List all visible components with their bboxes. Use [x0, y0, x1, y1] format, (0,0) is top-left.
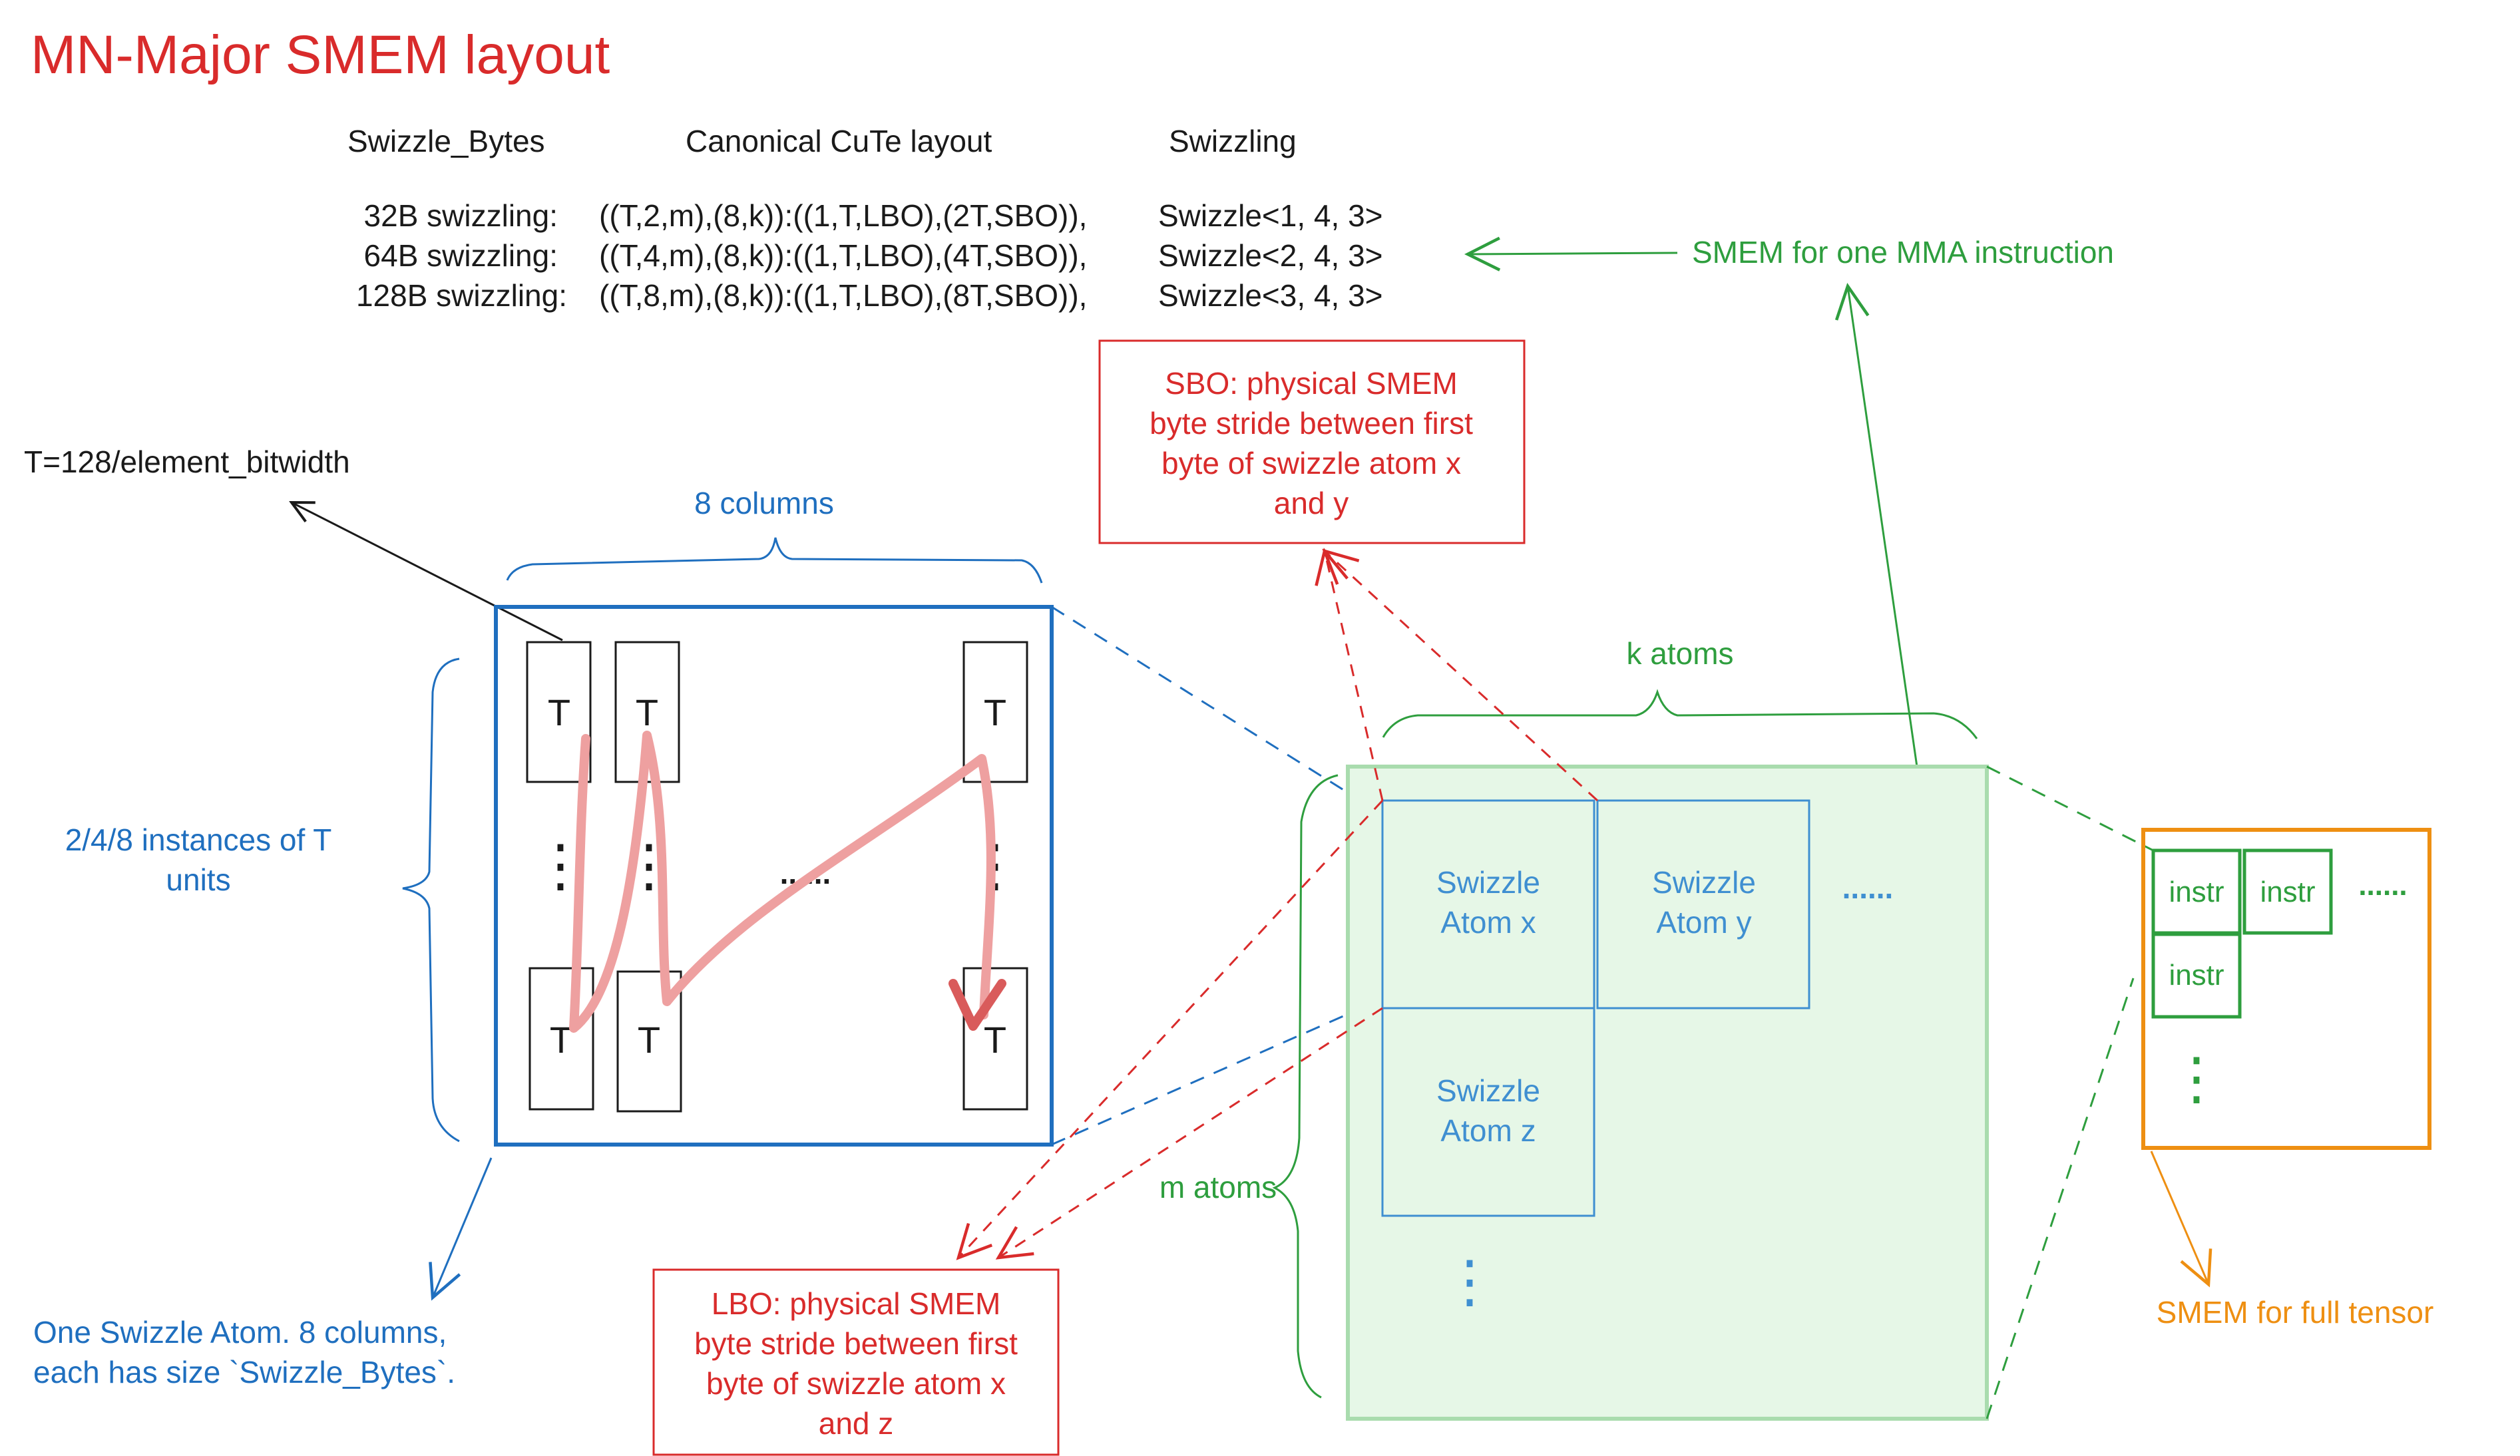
connector-tile-to-instr-bottom	[1986, 978, 2135, 1419]
label-8-columns: 8 columns	[694, 486, 834, 520]
row-32b-layout: ((T,2,m),(8,k)):((1,T,LBO),(2T,SBO)),	[599, 198, 1087, 233]
label-instances-1: 2/4/8 instances of T	[65, 822, 332, 857]
traversal-arrowhead	[948, 979, 1006, 1031]
t-label-col8-top: T	[984, 691, 1006, 733]
t-cell-col8-bottom	[962, 967, 1028, 1111]
vdots-instr: ⋮	[2168, 1047, 2225, 1111]
connector-bottom	[1051, 1000, 1377, 1146]
sbo-line-2: byte stride between first	[1150, 406, 1473, 441]
atom-y-line-2: Atom y	[1656, 905, 1751, 940]
header-swizzling: Swizzling	[1169, 124, 1297, 158]
atom-x-line-2: Atom x	[1440, 905, 1536, 940]
sbo-box	[1098, 339, 1526, 544]
arrow-full-tensor	[2150, 1151, 2212, 1288]
instr-cell-3	[2151, 932, 2242, 1019]
label-one-atom-2: each has size `Swizzle_Bytes`.	[33, 1355, 455, 1389]
label-smem-full: SMEM for full tensor	[2157, 1295, 2434, 1330]
full-tensor-box: instr instr ...... instr ⋮	[2141, 828, 2431, 1150]
label-t-definition: T=128/element_bitwidth	[24, 445, 350, 479]
row-128b-layout: ((T,8,m),(8,k)):((1,T,LBO),(8T,SBO)),	[599, 278, 1087, 313]
lbo-arrow-from-atom-z	[995, 1007, 1383, 1260]
atom-x-line-1: Swizzle	[1436, 865, 1540, 900]
row-64b-layout: ((T,4,m),(8,k)):((1,T,LBO),(4T,SBO)),	[599, 238, 1087, 273]
instr-cell-2-label: instr	[2260, 876, 2315, 908]
header-canonical-layout: Canonical CuTe layout	[686, 124, 992, 158]
arrow-to-swizzle-table	[1464, 236, 1678, 272]
brace-k-atoms	[1382, 689, 1978, 739]
sbo-arrow-from-atom-y	[1322, 548, 1599, 802]
lbo-box	[652, 1268, 1060, 1456]
lbo-arrow-from-atom-x	[956, 799, 1384, 1260]
hdots-instr: ......	[2358, 869, 2407, 902]
vdots-atoms: ⋮	[1441, 1250, 1498, 1314]
row-32b-swizzle: Swizzle<1, 4, 3>	[1158, 198, 1383, 233]
brace-m-atoms	[1272, 774, 1339, 1399]
sbo-callout: SBO: physical SMEM byte stride between f…	[1098, 339, 1526, 544]
instr-cell-2	[2242, 848, 2333, 935]
t-label-col8-bottom: T	[984, 1019, 1006, 1061]
swizzle-atom-frame	[494, 605, 1054, 1147]
atom-y-line-1: Swizzle	[1652, 865, 1756, 900]
lbo-callout: LBO: physical SMEM byte stride between f…	[652, 1268, 1060, 1456]
sbo-line-4: and y	[1274, 486, 1349, 520]
page-title: MN-Major SMEM layout	[31, 25, 610, 85]
label-smem-one-mma: SMEM for one MMA instruction	[1692, 235, 2114, 270]
t-label-col2-top: T	[636, 691, 658, 733]
hdots-atoms: ......	[1842, 870, 1894, 905]
smem-tile: Swizzle Atom x Swizzle Atom y ...... Swi…	[1346, 765, 1989, 1421]
connector-tile-to-instr-top	[1986, 765, 2154, 852]
t-label-col2-bottom: T	[638, 1019, 660, 1061]
traversal-path	[569, 731, 996, 1033]
lbo-line-2: byte stride between first	[694, 1326, 1018, 1361]
row-64b-bytes: 64B swizzling:	[364, 238, 558, 273]
arrow-up-to-one-mma	[1834, 283, 1918, 767]
t-cell-col2-bottom	[616, 970, 682, 1113]
row-32b-bytes: 32B swizzling:	[364, 198, 558, 233]
sbo-arrow-from-atom-x	[1315, 548, 1384, 801]
lbo-line-3: byte of swizzle atom x	[706, 1366, 1006, 1401]
instr-cell-3-label: instr	[2169, 959, 2224, 992]
t-cell-col1-bottom	[528, 967, 594, 1111]
sbo-line-1: SBO: physical SMEM	[1165, 366, 1458, 401]
label-m-atoms: m atoms	[1159, 1170, 1277, 1204]
t-label-col1-top: T	[548, 691, 570, 733]
atom-z-line-1: Swizzle	[1436, 1073, 1540, 1108]
swizzle-atom-y	[1596, 799, 1810, 1009]
swizzle-atom-z	[1381, 1007, 1595, 1217]
arrow-one-swizzle-atom	[429, 1157, 493, 1301]
brace-8-columns	[506, 537, 1043, 584]
brace-instances	[402, 657, 460, 1143]
row-128b-bytes: 128B swizzling:	[356, 278, 567, 313]
layout-table: Swizzle_Bytes Canonical CuTe layout Swiz…	[347, 124, 1383, 313]
t-cell-col8-top	[962, 641, 1028, 783]
t-label-col1-bottom: T	[550, 1019, 572, 1061]
row-128b-swizzle: Swizzle<3, 4, 3>	[1158, 278, 1383, 313]
header-swizzle-bytes: Swizzle_Bytes	[347, 124, 545, 158]
t-cell-col1-top	[526, 641, 592, 783]
smem-tile-background	[1346, 765, 1989, 1421]
lbo-line-1: LBO: physical SMEM	[712, 1286, 1001, 1321]
label-instances-2: units	[166, 862, 230, 897]
row-64b-swizzle: Swizzle<2, 4, 3>	[1158, 238, 1383, 273]
swizzle-atom-detail: T T T T T T ⋮ ⋮ ⋮ ......	[494, 605, 1054, 1147]
connector-top	[1051, 606, 1345, 792]
lbo-line-4: and z	[819, 1406, 894, 1441]
label-one-atom-1: One Swizzle Atom. 8 columns,	[33, 1315, 447, 1350]
sbo-line-3: byte of swizzle atom x	[1161, 446, 1461, 480]
full-tensor-frame	[2141, 828, 2431, 1150]
label-k-atoms: k atoms	[1626, 636, 1733, 671]
instr-cell-1-label: instr	[2169, 876, 2224, 908]
arrow-to-t-definition	[292, 502, 563, 641]
atom-z-line-2: Atom z	[1440, 1113, 1536, 1148]
